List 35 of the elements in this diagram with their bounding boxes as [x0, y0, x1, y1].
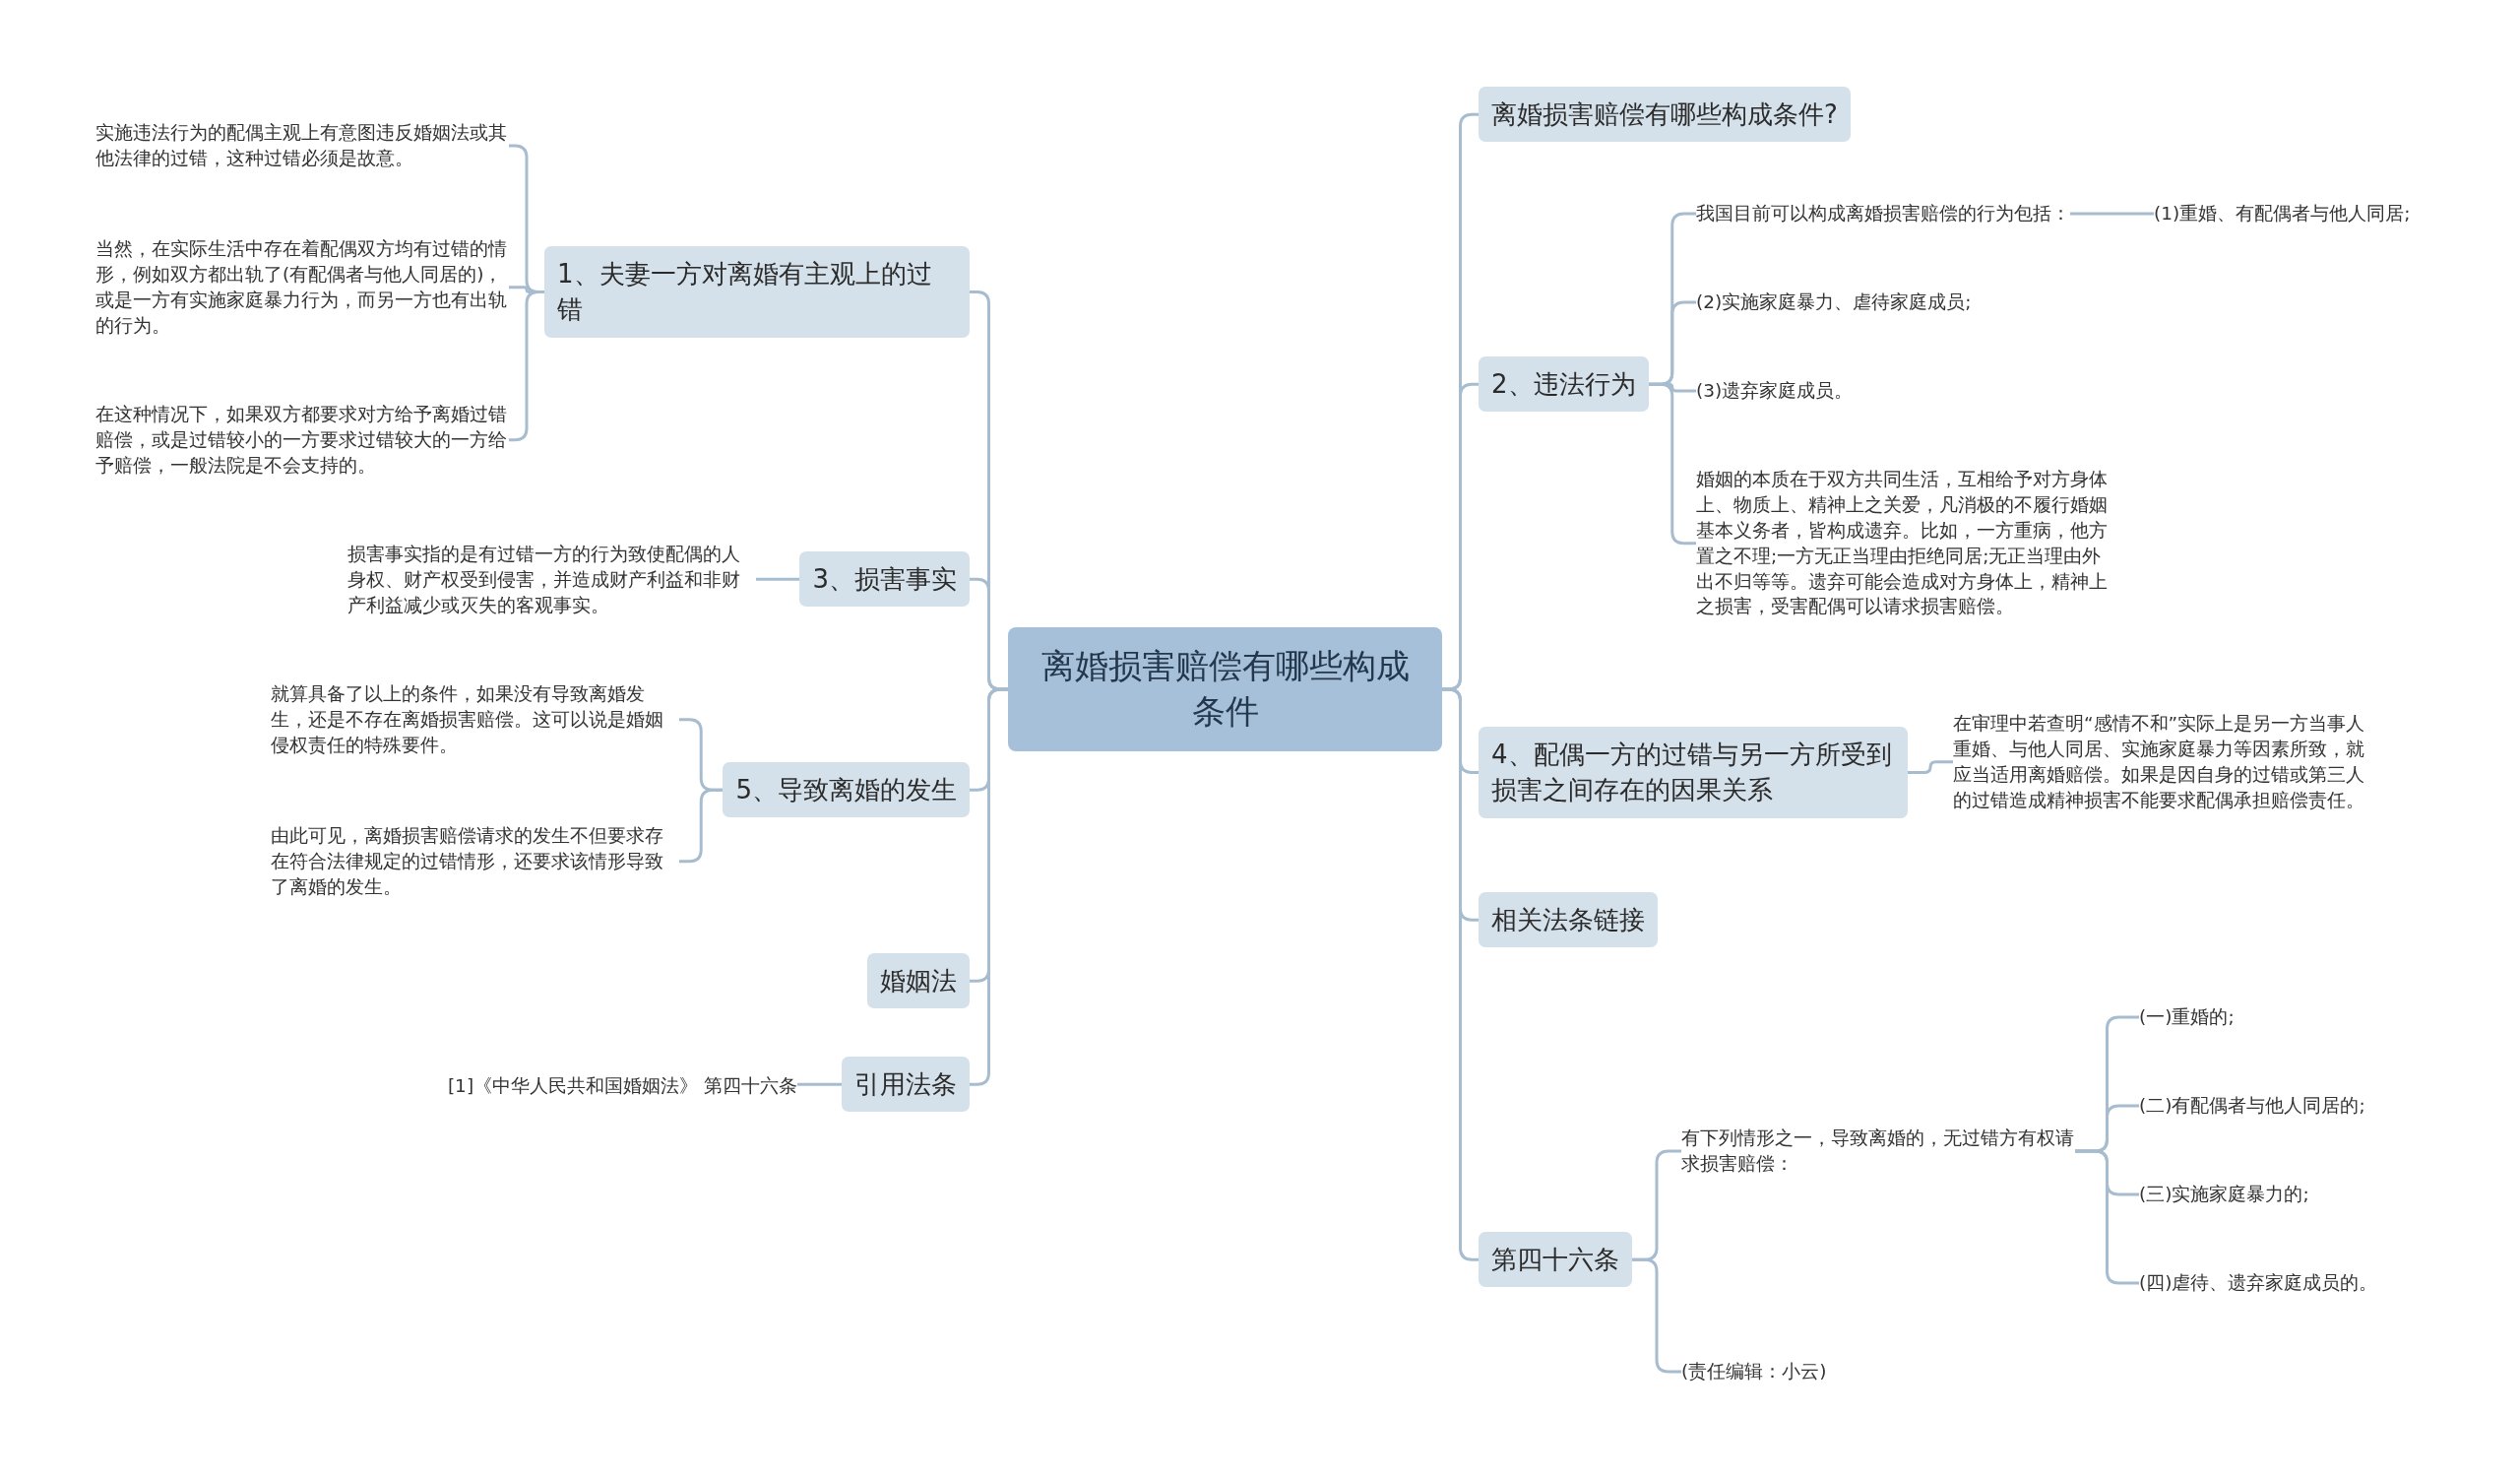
note-text: (四)虐待、遗弃家庭成员的。: [2139, 1270, 2378, 1296]
topic-box: 5、导致离婚的发生: [723, 762, 970, 818]
note-text: (责任编辑：小云): [1681, 1359, 1827, 1384]
note-text: 就算具备了以上的条件，如果没有导致离婚发生，还是不存在离婚损害赔偿。这可以说是婚姻侵权责任的特殊要件。: [271, 681, 679, 758]
topic-box: 第四十六条: [1479, 1232, 1632, 1288]
note-text: (2)实施家庭暴力、虐待家庭成员;: [1696, 290, 1972, 315]
topic-box: 婚姻法: [867, 953, 970, 1009]
connector-line: [1908, 760, 1953, 774]
note-text: 实施违法行为的配偶主观上有意图违反婚姻法或其他法律的过错，这种过错必须是故意。: [95, 120, 509, 171]
note-text: [1]《中华人民共和国婚姻法》 第四十六条: [447, 1073, 797, 1099]
note-text: 损害事实指的是有过错一方的行为致使配偶的人身权、财产权受到侵害，并造成财产利益和非财产利益减少或灭失的客观事实。: [347, 542, 756, 618]
note-text: 婚姻的本质在于双方共同生活，互相给予对方身体上、物质上、精神上之关爱，凡消极的不履行婚姻基本义务者，皆构成遗弃。比如，一方重病，他方置之不理;一方无正当理由拒绝同居;无正当理由外出不归等等。遗弃可能会造成对方身体上，精神上之损害，受害配偶可以请求损害赔偿。: [1696, 467, 2108, 620]
topic-box: 相关法条链接: [1479, 892, 1658, 948]
note-text: 我国目前可以构成离婚损害赔偿的行为包括：: [1696, 201, 2070, 226]
connector-line: [756, 577, 800, 581]
note-text: (三)实施家庭暴力的;: [2139, 1182, 2309, 1207]
topic-box: 3、损害事实: [799, 551, 970, 608]
connector-line: [970, 687, 1008, 1086]
central-topic-box: 离婚损害赔偿有哪些构成条件: [1008, 627, 1442, 751]
topic-box: 4、配偶一方的过错与另一方所受到损害之间存在的因果关系: [1479, 727, 1908, 818]
topic-box: 1、夫妻一方对离婚有主观上的过错: [544, 246, 970, 338]
connector-line: [797, 1082, 842, 1086]
note-text: 当然，在实际生活中存在着配偶双方均有过错的情形，例如双方都出轨了(有配偶者与他人同居的)，或是一方有实施家庭暴力行为，而另一方也有出轨的行为。: [95, 236, 509, 339]
note-text: (一)重婚的;: [2139, 1004, 2235, 1030]
topic-box: 离婚损害赔偿有哪些构成条件?: [1479, 87, 1851, 143]
topic-box: 引用法条: [842, 1057, 970, 1113]
note-text: (3)遗弃家庭成员。: [1696, 378, 1854, 404]
note-text: (二)有配偶者与他人同居的;: [2139, 1093, 2365, 1119]
note-text: 由此可见，离婚损害赔偿请求的发生不但要求存在符合法律规定的过错情形，还要求该情形导致了离婚的发生。: [271, 823, 679, 900]
note-text: 在这种情况下，如果双方都要求对方给予离婚过错赔偿，或是过错较小的一方要求过错较大的一方给予赔偿，一般法院是不会支持的。: [95, 402, 509, 479]
topic-box: 2、违法行为: [1479, 356, 1649, 413]
note-text: (1)重婚、有配偶者与他人同居;: [2154, 201, 2411, 226]
note-text: 有下列情形之一，导致离婚的，无过错方有权请求损害赔偿：: [1681, 1126, 2075, 1177]
connector-line: [2070, 212, 2154, 216]
note-text: 在审理中若查明“感情不和”实际上是另一方当事人重婚、与他人同居、实施家庭暴力等因素所致，就应当适用离婚赔偿。如果是因自身的过错或第三人的过错造成精神损害不能要求配偶承担赔偿责任。: [1953, 711, 2366, 813]
